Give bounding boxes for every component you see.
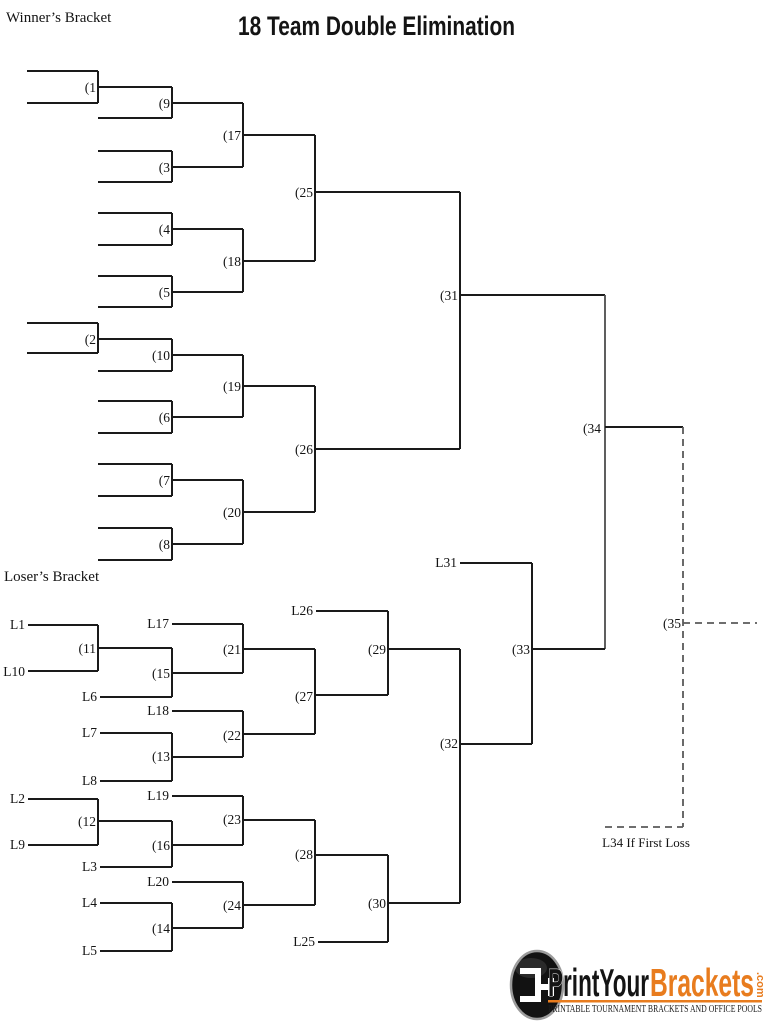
match-30-label: (30	[368, 896, 386, 911]
match-25-label: (25	[295, 185, 313, 200]
logo-tagline: PRINTABLE TOURNAMENT BRACKETS AND OFFICE…	[548, 1004, 762, 1015]
match-9-lines	[98, 87, 243, 119]
feeder-l5-label: L5	[82, 943, 97, 958]
match-5-lines	[98, 275, 243, 308]
match-4-label: (4	[159, 222, 170, 237]
page-title: 18 Team Double Elimination	[238, 11, 515, 41]
match-26-lines	[314, 386, 460, 512]
feeder-l17-label: L17	[147, 616, 169, 631]
feeder-l10-label: L10	[3, 664, 25, 679]
match-23-lines	[172, 795, 315, 845]
losers-bracket-heading: Loser’s Bracket	[4, 569, 100, 585]
match-27-lines	[314, 649, 388, 734]
feeder-l1-label: L1	[10, 617, 25, 632]
logo-brand-orange-text: Brackets	[650, 962, 754, 1005]
feeder-l25-label: L25	[293, 934, 315, 949]
feeder-l6-label: L6	[82, 689, 97, 704]
feeder-l18-label: L18	[147, 703, 169, 718]
match-35-dashed-lines	[605, 427, 757, 828]
match-28-lines	[314, 820, 388, 905]
match-8-label: (8	[159, 537, 170, 552]
match-15-label: (15	[152, 666, 170, 681]
match-33-lines	[460, 562, 605, 744]
match-7-lines	[98, 463, 243, 497]
match-13-label: (13	[152, 749, 170, 764]
match-16-label: (16	[152, 838, 170, 853]
match-18-label: (18	[223, 254, 241, 269]
match-3-lines	[98, 150, 243, 183]
match-11-label: (11	[79, 641, 97, 656]
match-14-label: (14	[152, 921, 170, 936]
match-35-label: (35	[663, 616, 681, 631]
feeder-l19-label: L19	[147, 788, 169, 803]
feeder-l2-label: L2	[10, 791, 25, 806]
match-2-label: (2	[85, 332, 96, 347]
match-15-lines	[100, 648, 243, 698]
match-28-label: (28	[295, 847, 313, 862]
match-6-lines	[98, 400, 243, 434]
match-21-lines	[172, 623, 315, 673]
match-13-lines	[100, 710, 243, 782]
match-10-lines	[98, 339, 243, 372]
match-34-label: (34	[583, 421, 601, 436]
feeder-l3-label: L3	[82, 859, 97, 874]
match-1-lines	[27, 70, 172, 104]
match-31-label: (31	[440, 288, 458, 303]
match-26-label: (26	[295, 442, 313, 457]
bracket-icon	[520, 968, 554, 1002]
match-1-label: (1	[85, 80, 96, 95]
printyourbrackets-logo: PrintYour Brackets .com PRINTABLE TOURNA…	[509, 949, 766, 1021]
match-32-lines	[459, 649, 532, 903]
match-10-label: (10	[152, 348, 170, 363]
match-25-lines	[314, 135, 460, 261]
match-12-lines	[28, 798, 172, 846]
match-30-lines	[318, 855, 460, 943]
match-29-label: (29	[368, 642, 386, 657]
match-21-label: (21	[223, 642, 241, 657]
match-17-label: (17	[223, 128, 241, 143]
winners-bracket-heading: Winner’s Bracket	[6, 10, 112, 26]
match-20-label: (20	[223, 505, 241, 520]
match-6-label: (6	[159, 410, 170, 425]
match-2-lines	[27, 322, 172, 354]
match-12-label: (12	[78, 814, 96, 829]
logo-accent-rule	[548, 1000, 762, 1003]
match-22-lines	[242, 711, 315, 757]
match-22-label: (22	[223, 728, 241, 743]
feeder-l8-label: L8	[82, 773, 97, 788]
match-17-lines	[242, 103, 315, 167]
match-18-lines	[242, 229, 315, 292]
match-19-lines	[242, 355, 315, 417]
match-16-lines	[100, 821, 243, 868]
match-33-label: (33	[512, 642, 530, 657]
match-8-lines	[98, 527, 243, 561]
match-9-label: (9	[159, 96, 170, 111]
match-5-label: (5	[159, 285, 170, 300]
match-11-lines	[28, 624, 172, 672]
feeder-l31-label: L31	[435, 555, 457, 570]
feeder-l20-label: L20	[147, 874, 169, 889]
feeder-l7-label: L7	[82, 725, 97, 740]
feeder-l9-label: L9	[10, 837, 25, 852]
match-27-label: (27	[295, 689, 313, 704]
match-3-label: (3	[159, 160, 170, 175]
match-32-label: (32	[440, 736, 458, 751]
l34-first-loss-note: L34 If First Loss	[602, 835, 690, 850]
feeder-l4-label: L4	[82, 895, 97, 910]
match-24-lines	[172, 881, 315, 928]
match-24-label: (24	[223, 898, 241, 913]
logo-domain-suffix: .com	[754, 972, 766, 998]
logo-brand-black-text: PrintYour	[548, 962, 649, 1005]
match-29-lines	[316, 610, 460, 695]
match-19-label: (19	[223, 379, 241, 394]
match-7-label: (7	[159, 473, 170, 488]
match-20-lines	[242, 480, 315, 544]
match-23-label: (23	[223, 812, 241, 827]
feeder-l26-label: L26	[291, 603, 313, 618]
match-31-lines	[459, 192, 605, 449]
match-14-lines	[100, 902, 243, 952]
match-4-lines	[98, 212, 243, 246]
